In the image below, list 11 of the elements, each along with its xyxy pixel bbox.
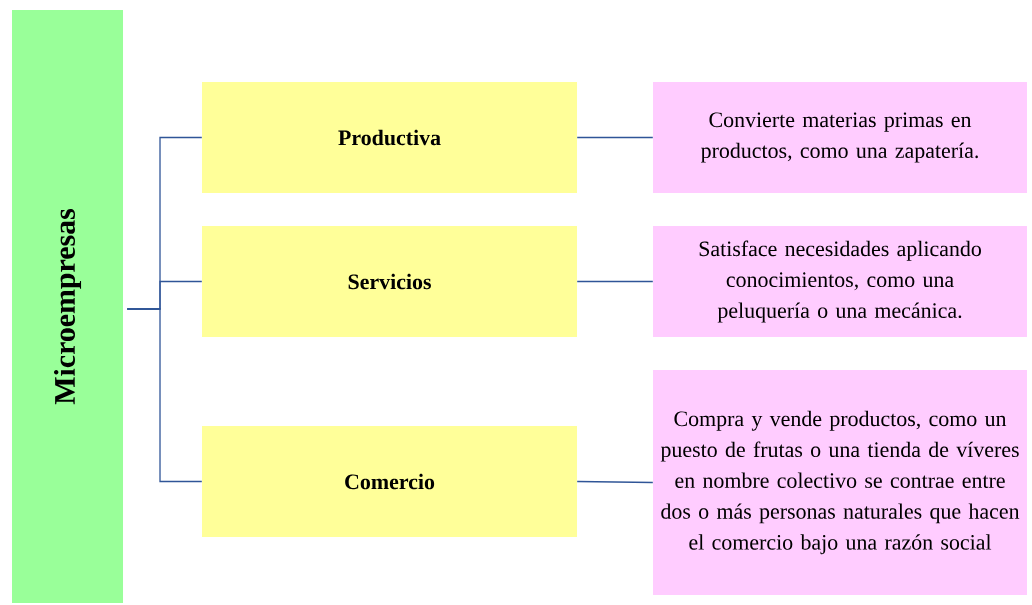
description-box: Compra y vende productos, como un puesto de frutas o una tienda de víveres en nombre colectivo se contrae entre dos o más personas naturales que hacen el comercio bajo una razón social (653, 370, 1027, 595)
connector-line (126, 308, 203, 483)
category-box: Comercio (202, 426, 577, 537)
connector-line (576, 280, 654, 283)
root-box: Microempresas (12, 10, 123, 603)
description-box: Convierte materias primas en productos, como una zapatería. (653, 82, 1027, 193)
connector-line (576, 136, 654, 139)
description-box: Satisface necesidades aplicando conocimientos, como una peluquería o una mecánica. (653, 226, 1027, 337)
category-box: Servicios (202, 226, 577, 337)
category-box: Productiva (202, 82, 577, 193)
connector-line (576, 480, 654, 484)
